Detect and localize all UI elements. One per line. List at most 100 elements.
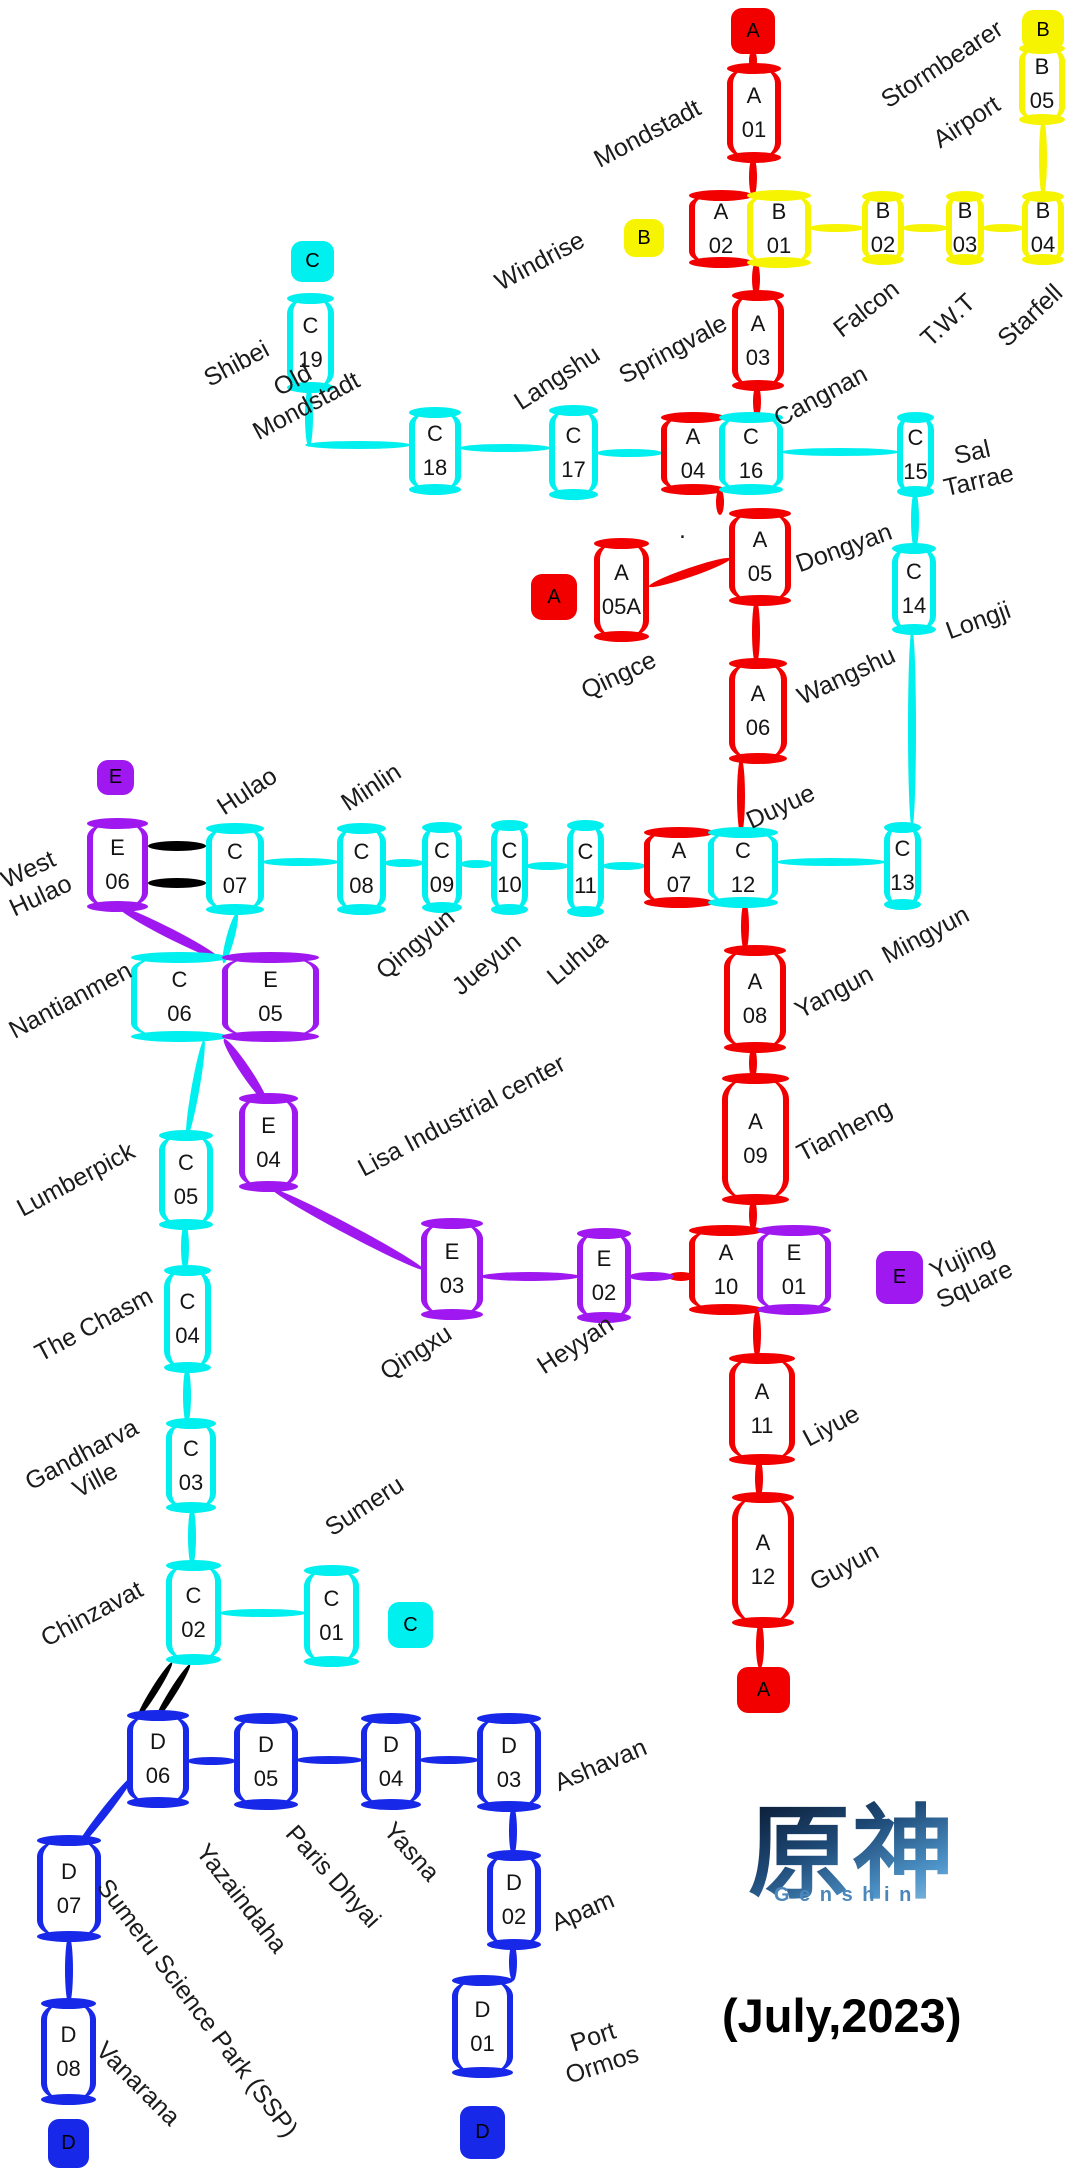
station-code: 05 (253, 1765, 279, 1791)
line-terminal-badge-E: E (876, 1251, 923, 1304)
station-code: E (444, 1239, 460, 1264)
station-code: 03 (496, 1766, 522, 1792)
line-A-segment (749, 1199, 757, 1231)
line-A-segment (753, 385, 761, 418)
station-code: 03 (178, 1469, 204, 1495)
line-C-segment (526, 862, 569, 870)
station-name-label: Falcon (828, 274, 905, 344)
station-code: 13 (890, 870, 915, 895)
line-C-segment (181, 1224, 189, 1271)
station-code: 02 (591, 1279, 617, 1305)
station-code: 10 (713, 1274, 739, 1299)
station-name-label: Guyun (805, 1537, 884, 1597)
station-name-label: Cangnan (769, 360, 873, 433)
station-name-label: Hulao (212, 761, 283, 821)
station-code: 03 (439, 1273, 465, 1298)
station-code: B (875, 198, 891, 223)
station-name-label: Yasna (377, 1816, 445, 1887)
station-name-label: Qingce (576, 645, 661, 705)
station-name-label: Yangun (790, 960, 878, 1025)
line-B-segment (1039, 119, 1047, 197)
station-name-label: Vanarana (90, 2036, 186, 2132)
line-terminal-badge-D: D (48, 2119, 89, 2168)
line-terminal-badge-B: B (624, 219, 664, 257)
station-name-label: Nantianmen (4, 956, 137, 1045)
line-B-segment (902, 224, 948, 232)
station-E03: E 03 (421, 1218, 483, 1320)
station-code: A (685, 423, 701, 449)
station-code: 07 (666, 871, 692, 897)
station-code: E (261, 1112, 276, 1138)
station-code: 02 (501, 1904, 527, 1929)
station-code: A (671, 837, 687, 863)
line-A-segment (752, 262, 760, 296)
line-A-segment (752, 600, 760, 664)
station-code: 01 (319, 1620, 344, 1645)
station-name-label: Gandharva Ville (20, 1413, 143, 1504)
station-code: 12 (730, 871, 756, 897)
station-code: C (227, 839, 243, 864)
station-code: 09 (743, 1143, 768, 1168)
station-name-label: The Chasm (30, 1282, 158, 1368)
station-code: 05 (747, 561, 773, 586)
station-code: 16 (738, 457, 764, 483)
line-B-segment (982, 224, 1024, 232)
station-code: 11 (574, 872, 597, 898)
station-name-label: Starfell (992, 278, 1069, 353)
station-code: D (474, 1996, 491, 2022)
line-C-segment (183, 1367, 191, 1424)
station-name-label: Port Ormos (562, 2016, 642, 2090)
line-E-segment (269, 1184, 427, 1275)
station-code: C (577, 838, 594, 864)
line-C-segment (182, 1039, 208, 1139)
station-code: A (713, 199, 729, 224)
station-code: A (750, 310, 766, 336)
station-name-label: Mondstadt (589, 93, 706, 174)
station-code: B (771, 199, 787, 224)
line-C-segment (596, 449, 663, 457)
station-name-label: Paris Dhyai (279, 1819, 387, 1934)
station-code: 03 (952, 232, 978, 257)
line-terminal-badge-C: C (388, 1602, 433, 1648)
station-code: C (743, 423, 759, 449)
station-code: A (614, 560, 629, 585)
station-code: 14 (901, 593, 927, 618)
line-terminal-badge-A: A (731, 8, 775, 54)
station-code: 09 (429, 871, 455, 897)
station-code: C (427, 421, 443, 446)
station-code: C (353, 839, 370, 864)
station-code: 04 (378, 1765, 404, 1791)
station-code: 18 (422, 455, 448, 480)
station-name-label: . (679, 516, 686, 544)
station-code: 04 (680, 457, 706, 483)
station-code: 08 (349, 873, 374, 898)
station-name-label: Airport (928, 90, 1006, 154)
station-code: A (752, 527, 768, 552)
line-D-segment (187, 1757, 236, 1765)
station-code: C (185, 1582, 202, 1608)
station-code: 05A (601, 594, 642, 619)
line-D-segment (296, 1756, 363, 1764)
station-code: 01 (470, 2030, 495, 2056)
station-code: 06 (105, 869, 130, 894)
station-name-label: Duyue (741, 778, 820, 835)
station-code: A (750, 681, 766, 706)
station-name-label: Qingxu (375, 1319, 457, 1386)
